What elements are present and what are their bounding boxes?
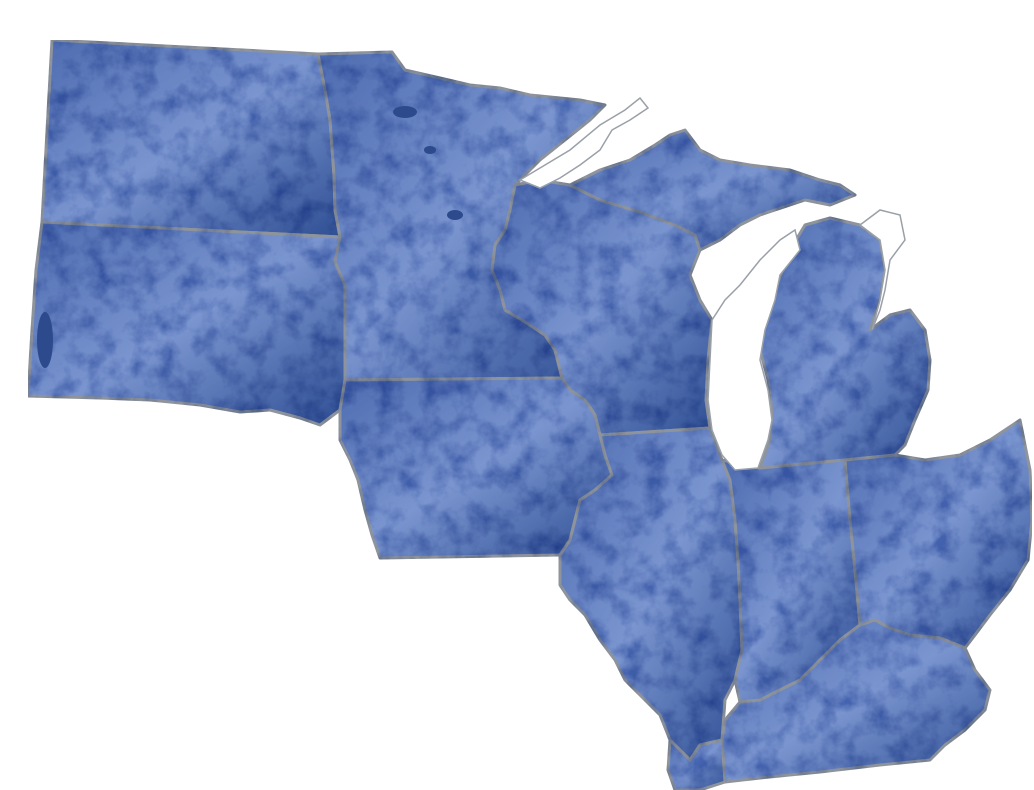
lake-huron <box>858 209 906 331</box>
lake-michigan <box>707 228 801 471</box>
state-missouri-fragment <box>666 738 727 790</box>
state-north-dakota <box>40 38 342 239</box>
lake-superior <box>518 96 650 189</box>
lake-spot-3 <box>424 146 436 154</box>
state-michigan-upper <box>568 128 857 252</box>
state-south-dakota <box>26 220 347 427</box>
lake-spot-1 <box>393 106 417 118</box>
lake-spot-2 <box>447 210 463 220</box>
lake-spot-4 <box>37 312 53 368</box>
state-kentucky <box>720 618 992 784</box>
